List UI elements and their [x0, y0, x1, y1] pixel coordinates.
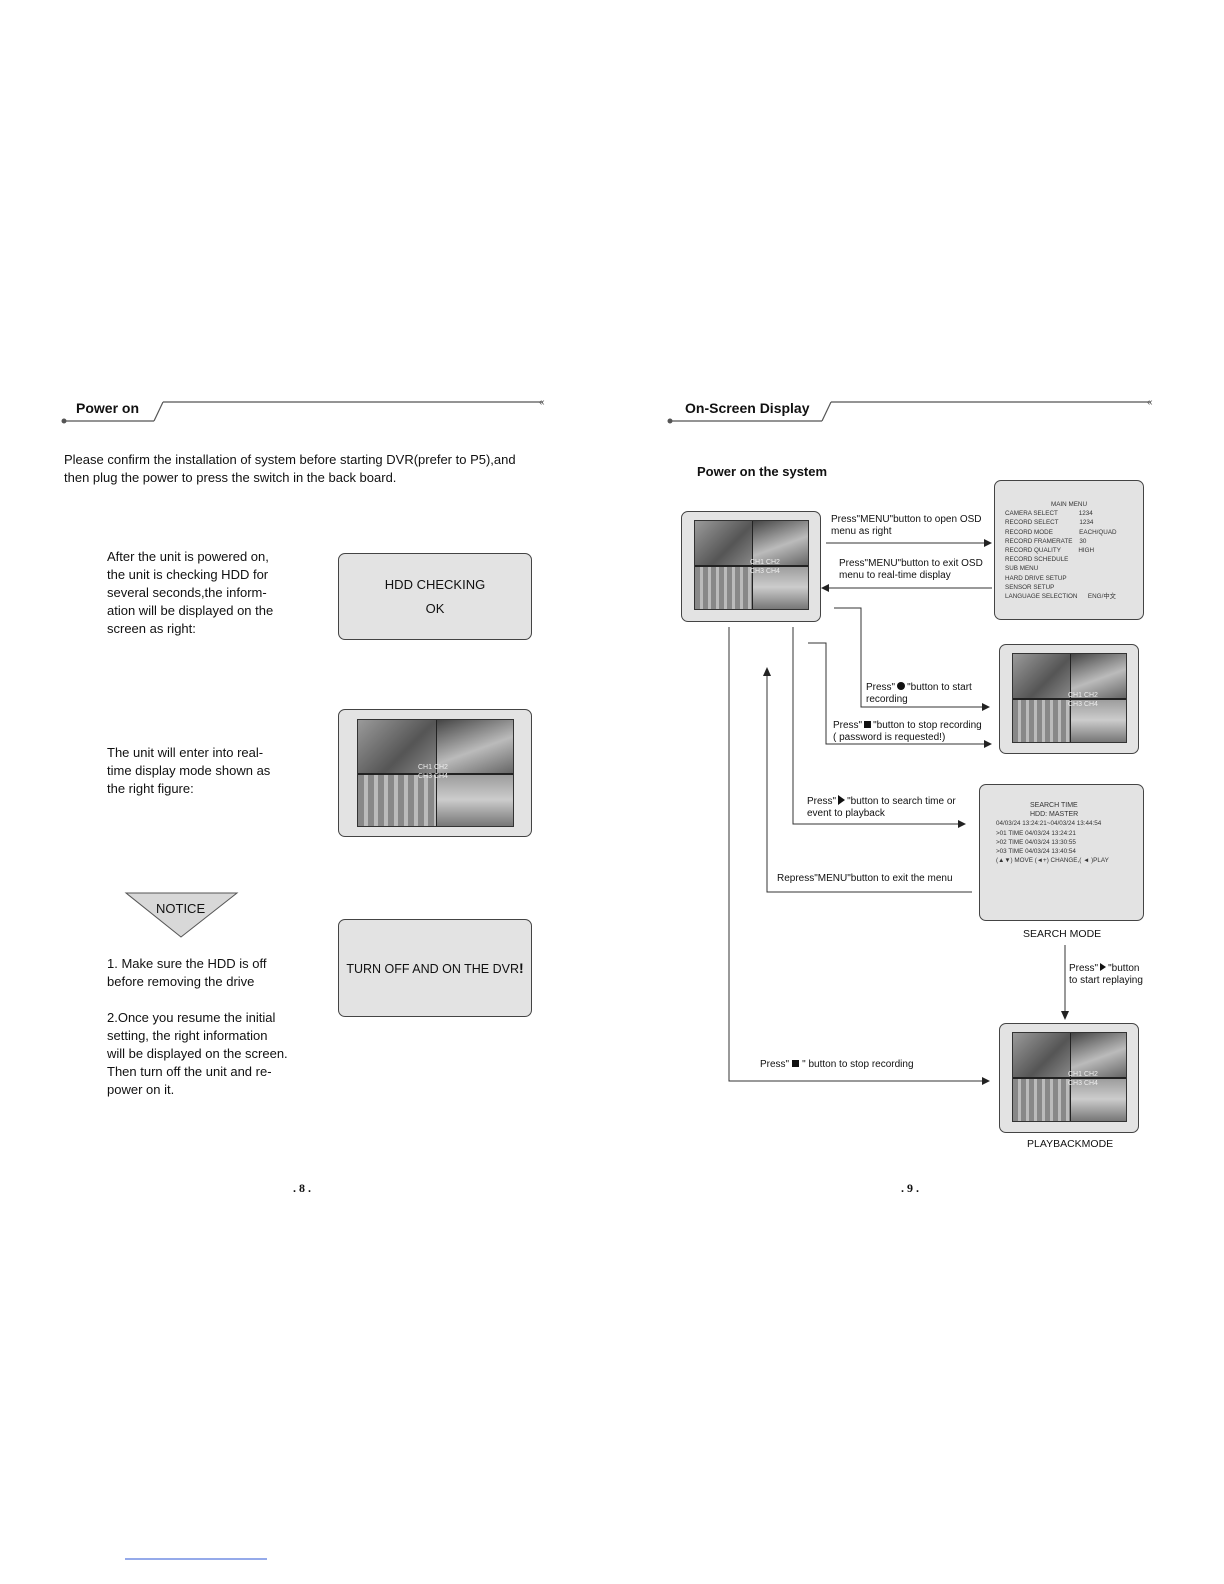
turn-off-screen: TURN OFF AND ON THE DVR! [338, 919, 532, 1017]
notice-label: NOTICE [156, 901, 205, 916]
hdd-checking-screen: HDD CHECKING OK [338, 553, 532, 640]
camera-quad: CH1 CH2 CH3 CH4 [694, 520, 809, 610]
section-title: On-Screen Display [685, 400, 810, 416]
notice-item-1: 1. Make sure the HDD is off before remov… [107, 955, 266, 991]
exclamation-icon: ! [519, 960, 524, 976]
intro-line: then plug the power to press the switch … [64, 469, 554, 487]
search-label: Press""button to search time or event to… [807, 795, 956, 820]
realtime-display-screen: CH1 CH2 CH3 CH4 [681, 511, 821, 622]
play-triangle-icon [838, 795, 845, 805]
step2-text: The unit will enter into real- time disp… [107, 744, 270, 798]
svg-text:«: « [539, 397, 545, 408]
play-triangle-icon [1100, 963, 1106, 971]
main-menu-screen: MAIN MENU CAMERA SELECT 1234 RECORD SELE… [994, 480, 1144, 620]
svg-text:«: « [1147, 397, 1153, 408]
subtitle: Power on the system [697, 464, 827, 479]
start-recording-label: Press""button to start recording [866, 682, 972, 706]
search-mode-caption: SEARCH MODE [1023, 928, 1101, 940]
stop-playback-label: Press"" button to stop recording [760, 1059, 914, 1071]
open-osd-label: Press"MENU"button to open OSD menu as ri… [831, 514, 982, 538]
page-number: . 8 . [293, 1181, 311, 1196]
stop-square-icon [864, 721, 871, 728]
page-number: . 9 . [901, 1181, 919, 1196]
start-replay-label: Press""button to start replaying [1069, 963, 1143, 987]
realtime-display-screen: CH1 CH2 CH3 CH4 [338, 709, 532, 837]
record-dot-icon [897, 682, 905, 690]
camera-quad: CH1 CH2 CH3 CH4 [1012, 653, 1127, 743]
intro-paragraph: Please confirm the installation of syste… [64, 451, 554, 487]
step1-text: After the unit is powered on, the unit i… [107, 548, 273, 638]
section-title: Power on [76, 400, 139, 416]
notice-item-2: 2.Once you resume the initial setting, t… [107, 1009, 288, 1099]
camera-quad: CH1 CH2 CH3 CH4 [1012, 1032, 1127, 1122]
search-time-screen: SEARCH TIME HDD: MASTER 04/03/24 13:24:2… [979, 784, 1144, 921]
playback-mode-caption: PLAYBACKMODE [1027, 1138, 1113, 1150]
camera-quad: CH1 CH2 CH3 CH4 [357, 719, 514, 827]
stop-square-icon [792, 1060, 799, 1067]
playback-screen: CH1 CH2 CH3 CH4 [999, 1023, 1139, 1133]
intro-line: Please confirm the installation of syste… [64, 451, 554, 469]
stop-recording-label: Press""button to stop recording ( passwo… [833, 720, 982, 744]
repress-menu-label: Repress"MENU"button to exit the menu [777, 873, 953, 885]
exit-osd-label: Press"MENU"button to exit OSD menu to re… [839, 558, 983, 582]
recording-screen: CH1 CH2 CH3 CH4 [999, 644, 1139, 754]
